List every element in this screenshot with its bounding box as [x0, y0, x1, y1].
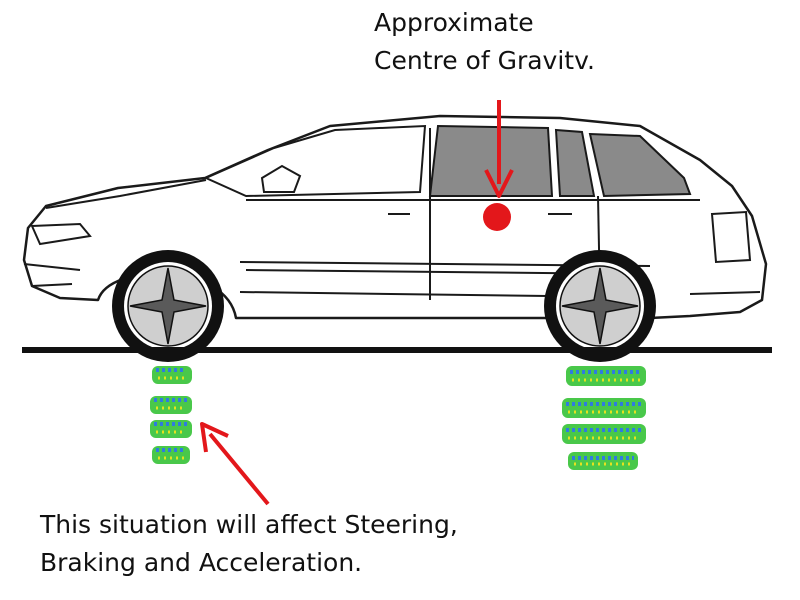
situation-label-line2: Braking and Acceleration. — [40, 548, 363, 577]
centre-of-gravity-dot — [483, 203, 511, 231]
situation-label-line1: This situation will affect Steering, — [40, 510, 458, 539]
rear-tyre-patch — [562, 366, 646, 470]
cog-label-line1: Approximate — [374, 8, 534, 37]
front-wheel — [112, 250, 224, 362]
cog-label: Approximate Centre of Gravitv. — [374, 4, 595, 80]
car-body-lines — [23, 128, 761, 301]
rear-wheel — [544, 250, 656, 362]
cog-arrow — [484, 100, 514, 198]
car-windows — [203, 124, 692, 198]
front-tyre-patch — [150, 366, 192, 464]
cog-label-line2: Centre of Gravitv. — [374, 46, 595, 75]
situation-arrow — [200, 422, 270, 506]
situation-label: This situation will affect Steering, Bra… — [40, 506, 458, 582]
